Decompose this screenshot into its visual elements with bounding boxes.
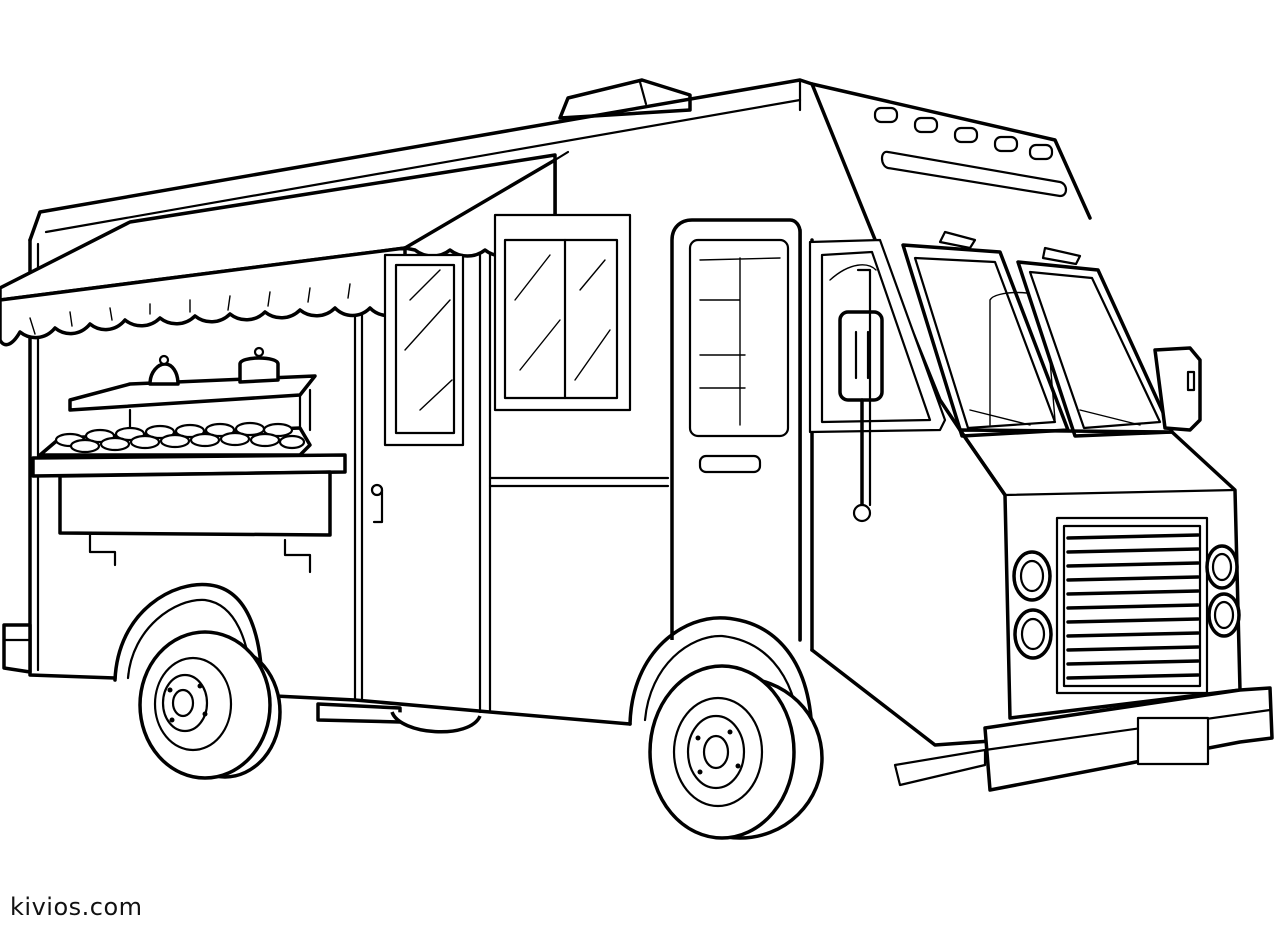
roof-vent xyxy=(558,78,692,120)
front-grille xyxy=(1055,516,1209,695)
right-mirror xyxy=(1153,346,1202,432)
serving-counter xyxy=(31,346,347,574)
watermark: kivios.com xyxy=(10,893,143,921)
front-bumper xyxy=(893,686,1274,792)
underbody xyxy=(316,702,482,734)
cab-door xyxy=(670,218,802,640)
front-wheel xyxy=(628,616,824,840)
headlights xyxy=(1012,544,1241,660)
food-items xyxy=(54,421,306,454)
side-door xyxy=(370,253,465,524)
awning xyxy=(0,150,570,347)
cab-window xyxy=(808,238,947,523)
grille-slats xyxy=(1066,533,1200,680)
rear-wheel xyxy=(113,582,282,780)
windshield xyxy=(901,230,1174,438)
side-window xyxy=(493,213,632,412)
roof-marker-lights xyxy=(873,106,1068,198)
rear-bumper xyxy=(2,623,32,674)
